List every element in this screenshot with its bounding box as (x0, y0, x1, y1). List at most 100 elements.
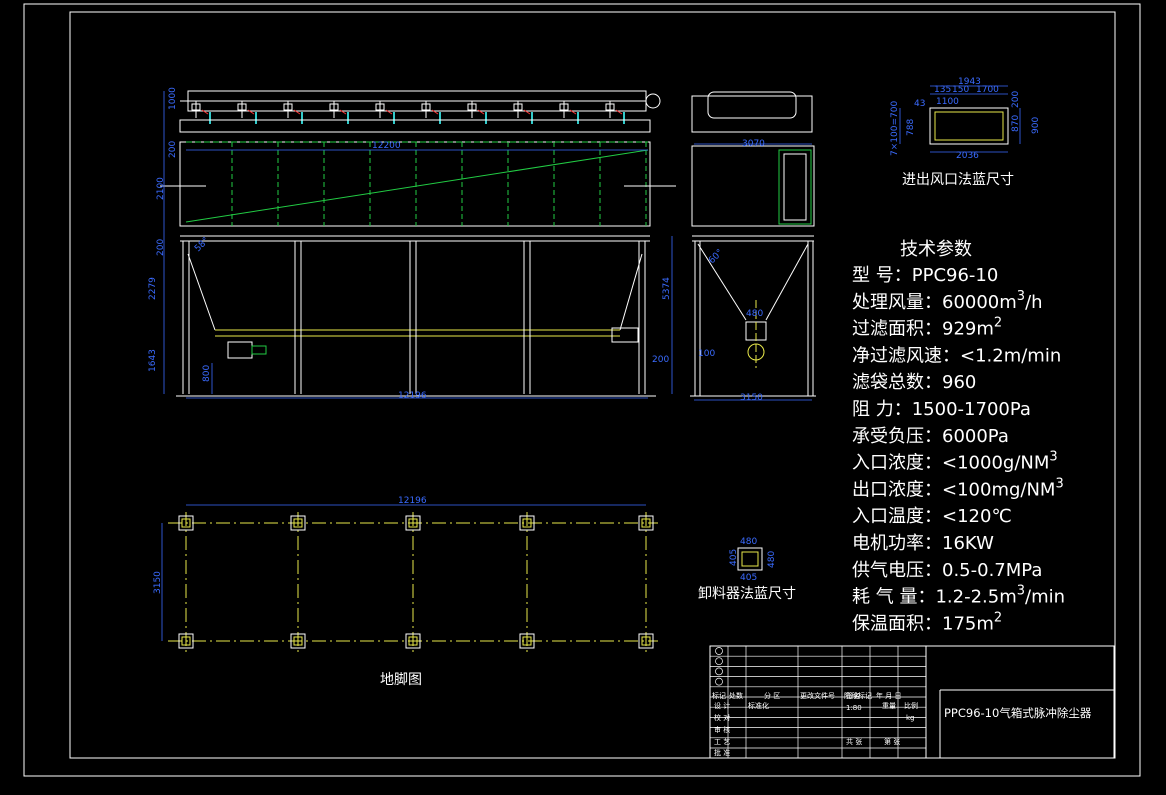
param-rows: 型 号：PPC96-10处理风量：60000m3/h过滤面积：929m2净过滤风… (852, 265, 1065, 634)
param-label: 型 号： (852, 265, 912, 286)
params-title: 技术参数 (900, 239, 972, 260)
flange-dim-top-total: 1943 (958, 77, 981, 87)
foundation-pad (519, 515, 535, 531)
param-value: 0.5-0.7MPa (942, 560, 1042, 581)
param-row: 处理风量：60000m3/h (852, 289, 1043, 313)
support-column (638, 241, 646, 394)
revision-circle (715, 677, 723, 686)
flange-dim-left-height: 788 (906, 119, 916, 136)
front-dimensions: 1000 200 2100 12200 200 2279 1643 800 58… (148, 87, 673, 401)
param-row: 供气电压：0.5-0.7MPa (852, 560, 1042, 581)
tb-count: 处数 (729, 691, 743, 700)
dim-box-width: 12200 (372, 141, 401, 151)
param-label: 保温面积： (852, 613, 942, 634)
discharge-flange: 480 405 480 405 卸料器法蓝尺寸 (698, 537, 796, 602)
param-row: 入口浓度：<1000g/NM3 (852, 450, 1058, 474)
tb-unit: kg (906, 714, 915, 722)
param-superscript: 3 (1017, 289, 1025, 304)
foundation-caption: 地脚图 (380, 672, 422, 688)
flange-dim-inner: 1100 (936, 97, 959, 107)
discharge-dim-right: 480 (767, 551, 777, 568)
pulse-valve (467, 101, 487, 124)
param-row: 滤袋总数：960 (852, 372, 976, 393)
dim-right-small: 200 (652, 355, 669, 365)
tb-sign: 签名 (846, 691, 860, 700)
param-label: 承受负压： (852, 426, 942, 447)
param-superscript: 2 (994, 316, 1002, 331)
flange-dim-sub1: 135 (934, 85, 951, 95)
support-column (182, 241, 190, 394)
foundation-dim-width: 12196 (398, 496, 427, 506)
front-view (160, 90, 676, 397)
param-value: <120℃ (942, 506, 1012, 527)
revision-circle (715, 647, 723, 655)
dim-total-width: 12196 (398, 391, 427, 401)
bag-partitions (231, 142, 647, 226)
pulse-valve (329, 101, 349, 124)
tb-date: 年 月 日 (876, 691, 901, 700)
support-column (523, 241, 531, 394)
dim-top-height: 1000 (168, 87, 178, 110)
foundation-pad (519, 633, 535, 649)
param-label: 入口温度： (852, 506, 942, 527)
discharge-caption: 卸料器法蓝尺寸 (698, 586, 796, 602)
param-value: 1500-1700Pa (912, 399, 1031, 420)
param-value: 1.2-2.5m (935, 587, 1016, 608)
param-unit-tail: /h (1025, 292, 1042, 313)
foundation-pad (178, 515, 194, 531)
flange-caption: 进出风口法蓝尺寸 (902, 172, 1014, 188)
discharge-dim-left: 405 (729, 549, 739, 566)
tb-stage: 阶段标记 (844, 691, 872, 700)
param-label: 过滤面积： (852, 319, 942, 340)
foundation-pad (290, 633, 306, 649)
foundation-pad (178, 633, 194, 649)
pulse-valve (559, 101, 579, 124)
support-column (409, 241, 417, 394)
foundation-pad (405, 633, 421, 649)
tb-approve: 批 准 (714, 748, 730, 757)
foundation-pad (638, 515, 654, 531)
tb-doc: 更改文件号 (800, 691, 835, 700)
param-label: 耗 气 量： (852, 587, 935, 608)
param-label: 供气电压： (852, 560, 942, 581)
param-superscript: 3 (1017, 584, 1025, 599)
param-unit-tail: /min (1025, 587, 1065, 608)
param-superscript: 2 (994, 610, 1002, 625)
dim-total-height: 5374 (662, 277, 672, 300)
param-superscript: 3 (1055, 476, 1063, 491)
param-row: 出口浓度：<100mg/NM3 (852, 476, 1064, 500)
flange-dim-right1: 200 (1011, 91, 1021, 108)
revision-circle (715, 667, 723, 676)
param-value: <100mg/NM (942, 479, 1055, 500)
foundation-dim-depth: 3150 (153, 571, 163, 594)
tb-std: 标准化 (748, 701, 769, 710)
param-value: 60000m (942, 292, 1017, 313)
dim-mid-upper: 200 (168, 141, 178, 158)
side-dim-width: 3150 (740, 393, 763, 403)
tb-sheet-no: 第 张 (884, 737, 900, 746)
param-label: 滤袋总数： (852, 372, 942, 393)
foundation-plan: 12196 3150 地脚图 (153, 496, 658, 688)
flange-dim-sub3: 1700 (976, 85, 999, 95)
dim-lower: 1643 (148, 349, 158, 372)
technical-parameters: 技术参数 型 号：PPC96-10处理风量：60000m3/h过滤面积：929m… (852, 239, 1065, 634)
param-value: 6000Pa (942, 426, 1009, 447)
discharge-dim-bottom: 405 (740, 573, 757, 583)
param-value: 929m (942, 319, 994, 340)
flange-dim-right2: 870 (1011, 115, 1021, 132)
param-row: 阻 力：1500-1700Pa (852, 399, 1031, 420)
flange-dim-left: 43 (914, 99, 925, 109)
dim-hopper-height: 2279 (148, 277, 158, 300)
tb-check: 校 对 (714, 713, 730, 722)
param-value: 175m (942, 613, 994, 634)
param-label: 处理风量： (852, 292, 942, 313)
pulse-valve (605, 101, 625, 124)
tb-craft: 工 艺 (714, 738, 730, 746)
param-value: <1.2m/min (960, 345, 1061, 366)
side-dim-outlet: 480 (746, 309, 763, 319)
tb-zone: 分 区 (764, 691, 780, 700)
tb-ratio: 比例 (904, 701, 918, 710)
pulse-valve (191, 101, 211, 124)
support-column (294, 241, 302, 394)
